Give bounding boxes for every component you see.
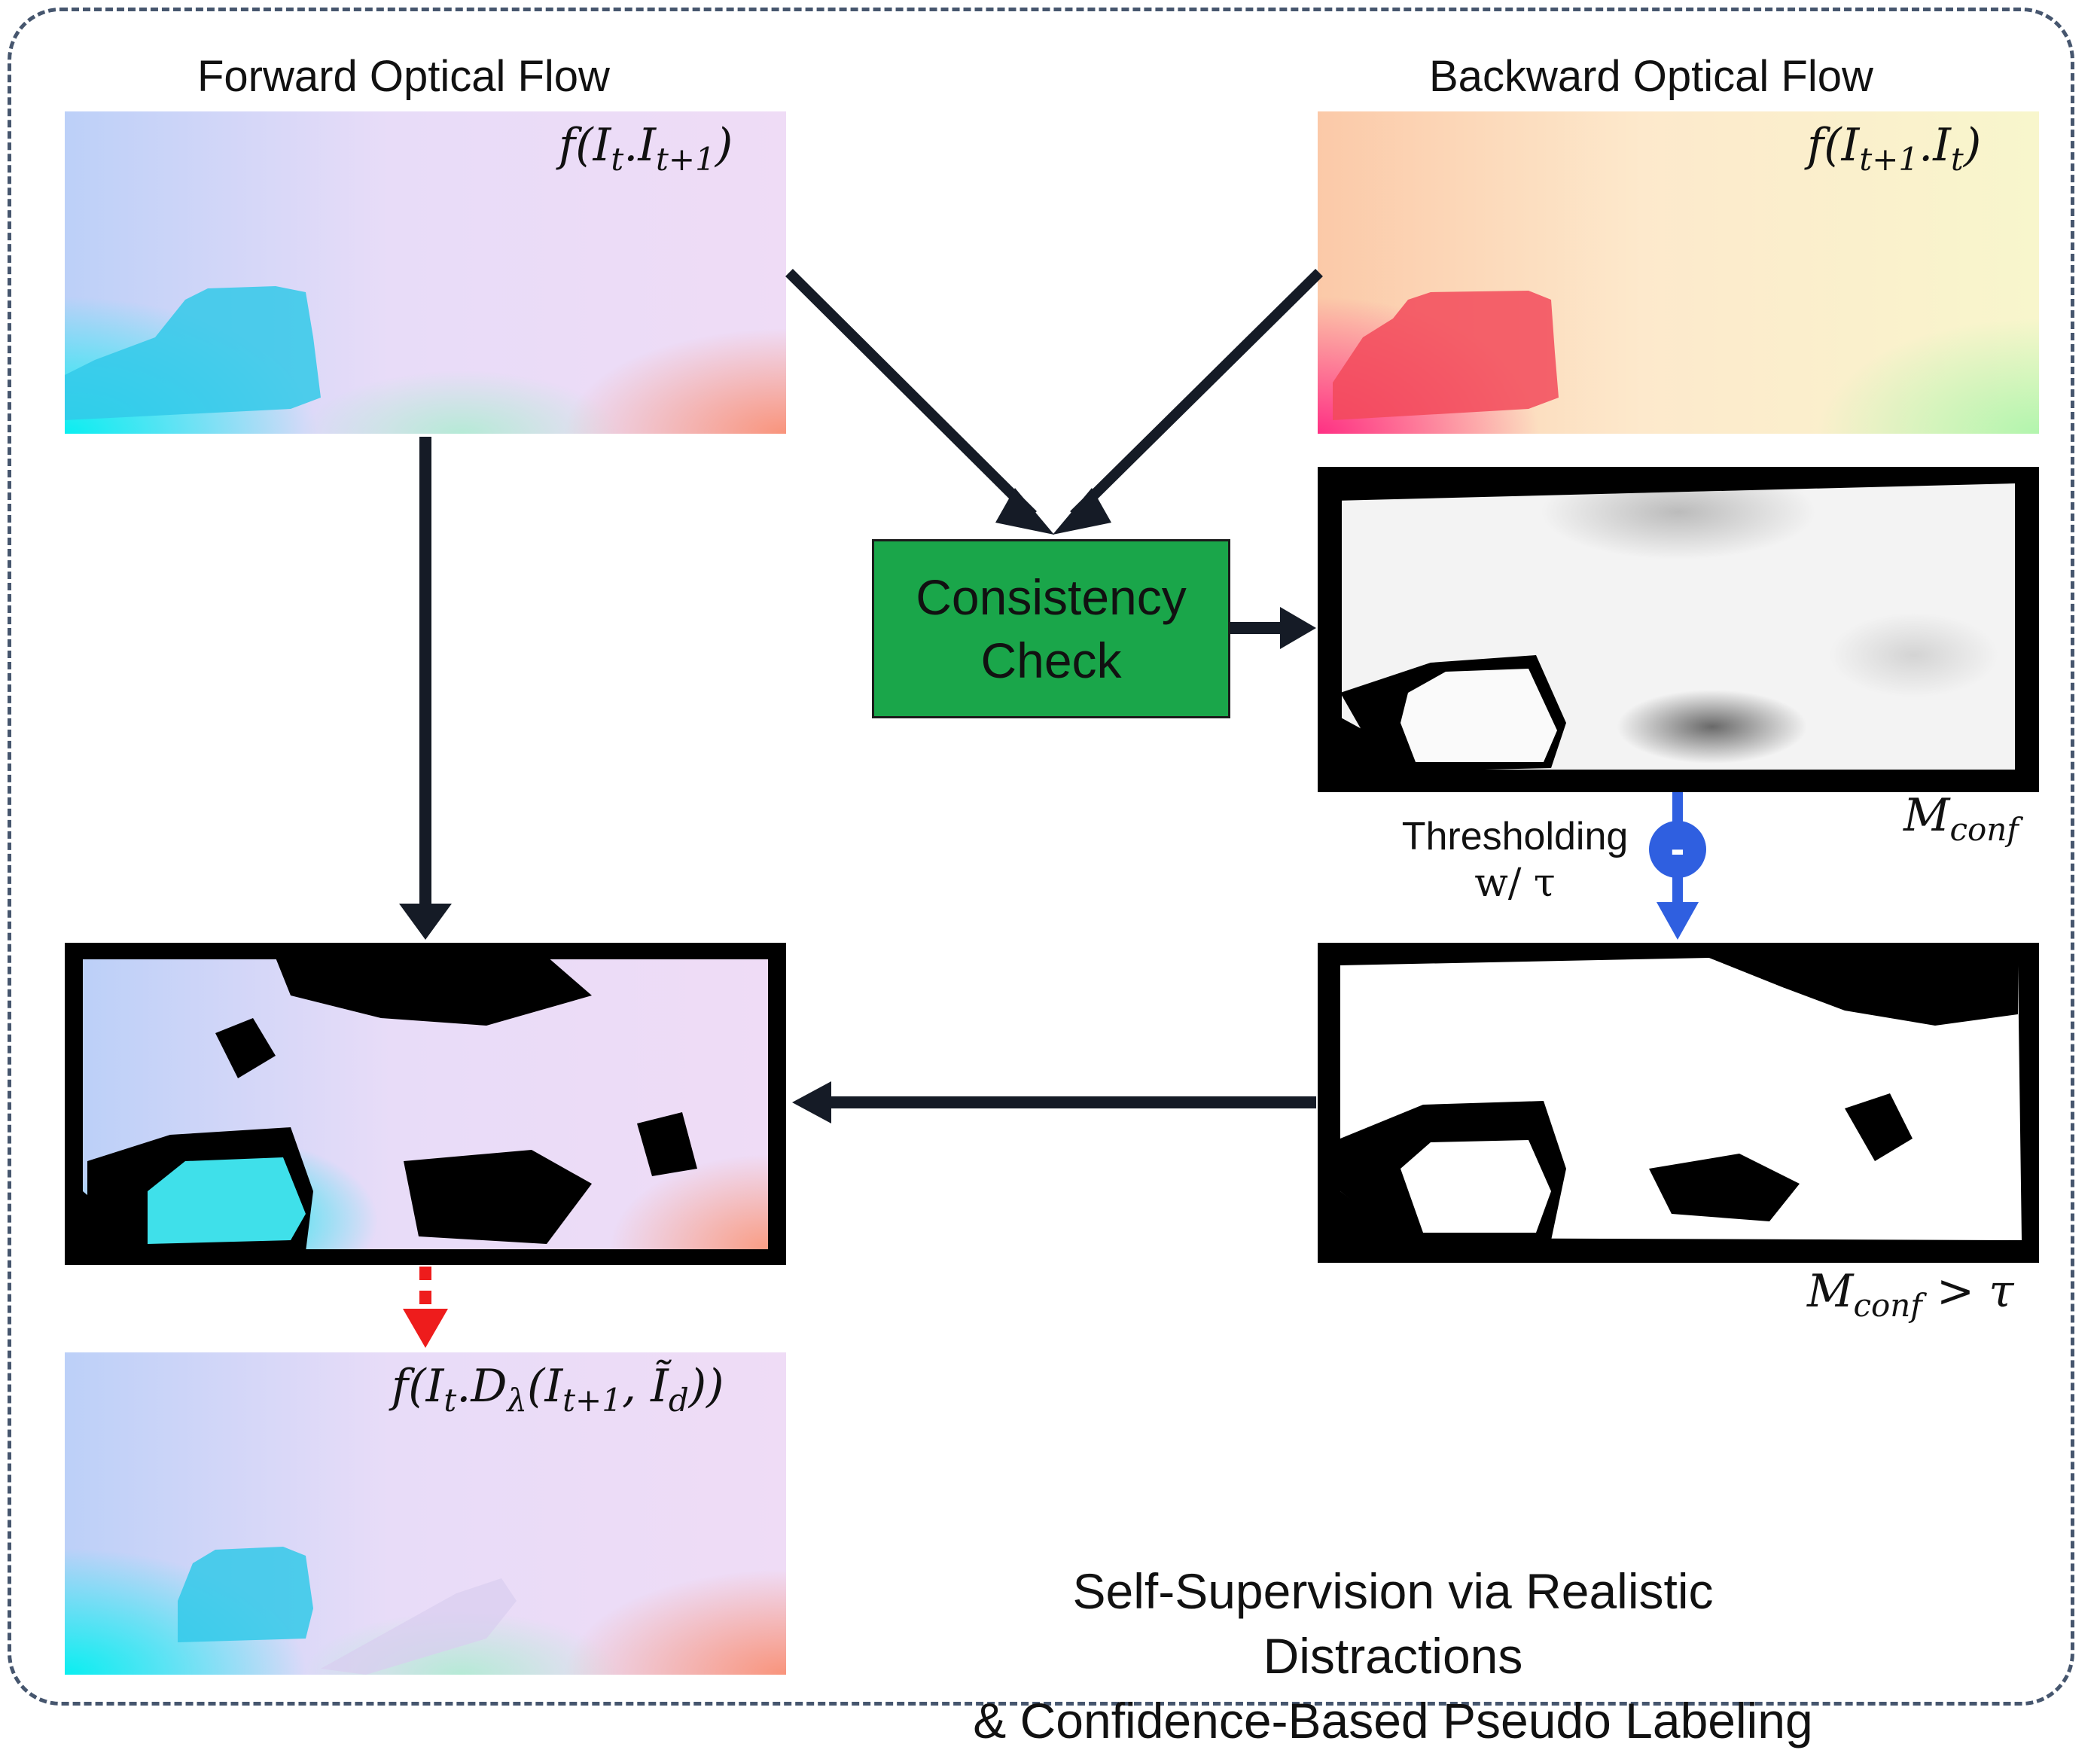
pseudo-car-shape <box>178 1547 313 1642</box>
backward-flow-image <box>1318 111 2039 434</box>
forward-flow-formula: f(It.It+1) <box>559 119 733 178</box>
confidence-map-image <box>1318 467 2039 792</box>
masked-forward-flow-image <box>65 943 786 1265</box>
consistency-line1: Consistency <box>916 569 1187 625</box>
mask-black-top <box>1709 958 2018 1026</box>
mask-black-mid <box>1649 1154 1800 1221</box>
pseudo-label-formula: f(It.Dλ(It+1, Ĩd)) <box>392 1360 724 1419</box>
consistency-check-box: Consistency Check <box>872 539 1230 718</box>
arrowhead-forward-to-consistency <box>995 488 1054 535</box>
mask-black-right <box>1845 1093 1913 1161</box>
forward-flow-title: Forward Optical Flow <box>197 52 610 101</box>
mconf-label: Mconf <box>1903 789 2019 848</box>
pseudo-distraction-shape <box>321 1578 517 1675</box>
masked-black-top <box>276 956 592 1026</box>
arrowhead-consistency-to-confidence <box>1280 607 1316 649</box>
pseudo-label-flow-image <box>65 1352 786 1675</box>
threshold-minus-sign: - <box>1671 825 1685 872</box>
masked-car-interior <box>148 1157 306 1244</box>
threshold-minus-circle <box>1649 821 1706 878</box>
backward-car-shape <box>1333 291 1559 420</box>
forward-flow-image <box>65 111 786 434</box>
arrowhead-backward-to-consistency <box>1053 488 1111 535</box>
mask-white-car-inner <box>1401 1140 1551 1233</box>
arrowhead-thresholding <box>1657 902 1699 940</box>
masked-black-blob-1 <box>215 1018 276 1078</box>
forward-car-shape <box>65 286 321 420</box>
arrowhead-mask-to-masked-flow <box>792 1081 831 1123</box>
consistency-line2: Check <box>980 633 1122 688</box>
backward-flow-title: Backward Optical Flow <box>1429 52 1873 101</box>
arrow-backward-to-consistency <box>1070 269 1323 519</box>
dashed-frame <box>8 8 2074 1706</box>
mconf-threshold-label: Mconf > τ <box>1807 1265 2014 1324</box>
masked-black-mid <box>404 1150 592 1244</box>
thresholded-mask-image <box>1318 943 2039 1263</box>
backward-flow-formula: f(It+1.It) <box>1807 119 1982 178</box>
masked-black-blob-2 <box>637 1112 697 1176</box>
arrowhead-forward-down <box>399 904 452 940</box>
arrow-forward-to-consistency <box>785 269 1037 519</box>
confidence-car-interior <box>1401 669 1557 762</box>
thresholding-label: Thresholding w/ τ <box>1401 815 1629 906</box>
arrowhead-pseudo-label <box>403 1309 448 1348</box>
